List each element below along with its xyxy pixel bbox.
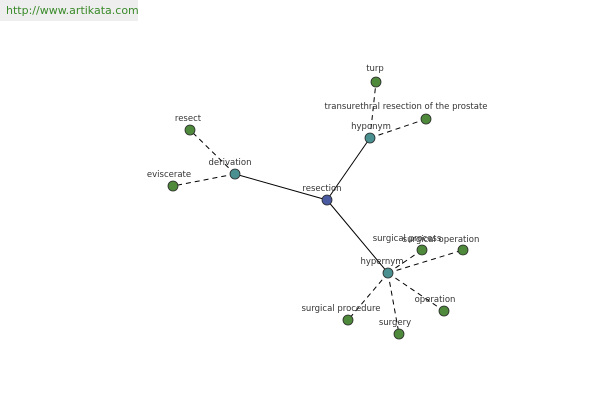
edge-layer [172,81,464,335]
node-hyponym[interactable]: hyponym [351,122,391,144]
edge-hyponym-turp [369,81,377,139]
node-label: resect [175,114,202,124]
node-marker[interactable] [370,76,382,88]
edge-hypernym-operation [387,272,445,312]
node-marker[interactable] [229,168,241,180]
edge-resection-derivation [234,173,328,201]
node-surgical-process[interactable]: surgical process [373,234,442,256]
node-label: turp [366,64,384,74]
node-marker[interactable] [438,305,450,317]
node-marker[interactable] [420,113,432,125]
node-resection[interactable]: resection [302,184,342,206]
node-label: hyponym [351,122,391,132]
node-label: hypernym [360,257,403,267]
node-label: resection [302,184,341,194]
node-label: surgical operation [403,235,480,245]
node-hypernym[interactable]: hypernym [360,257,404,279]
source-url-watermark[interactable]: http://www.artikata.com [0,0,139,21]
node-label: eviscerate [147,170,191,180]
node-marker[interactable] [393,328,405,340]
edge-hypernym-surgical_process [387,249,423,274]
node-derivation[interactable]: derivation [208,158,252,180]
node-surgery[interactable]: surgery [379,318,411,340]
node-label: surgical process [373,234,442,244]
node-marker[interactable] [184,124,196,136]
node-label: operation [415,295,456,305]
node-operation[interactable]: operation [415,295,456,317]
edge-hypernym-surgery [387,272,400,335]
edge-derivation-eviscerate [172,173,236,187]
node-label: derivation [208,158,251,168]
node-surgical-procedure[interactable]: surgical procedure [302,304,381,326]
node-marker[interactable] [457,244,469,256]
node-surgical-operation[interactable]: surgical operation [403,235,480,256]
node-label: surgical procedure [302,304,381,314]
node-resect[interactable]: resect [175,114,202,136]
node-label: transurethral resection of the prostate [324,102,487,112]
node-layer: resection hyponym derivation hypernym turp tr… [147,64,488,340]
node-marker[interactable] [382,267,394,279]
node-turp[interactable]: turp [366,64,384,88]
node-label: surgery [379,318,411,328]
edge-hypernym-surgical_operation [387,249,464,274]
edge-hyponym-turp_full [369,118,427,139]
edge-resection-hyponym [326,137,371,201]
edge-hypernym-surgical_procedure [347,272,389,321]
node-marker[interactable] [321,194,333,206]
node-marker[interactable] [364,132,376,144]
edge-resection-hypernym [326,199,389,274]
node-eviscerate[interactable]: eviscerate [147,170,191,192]
edge-derivation-resect [189,129,236,175]
node-marker[interactable] [416,244,428,256]
node-turp-full[interactable]: transurethral resection of the prostate [324,102,488,125]
node-marker[interactable] [342,314,354,326]
node-marker[interactable] [167,180,179,192]
